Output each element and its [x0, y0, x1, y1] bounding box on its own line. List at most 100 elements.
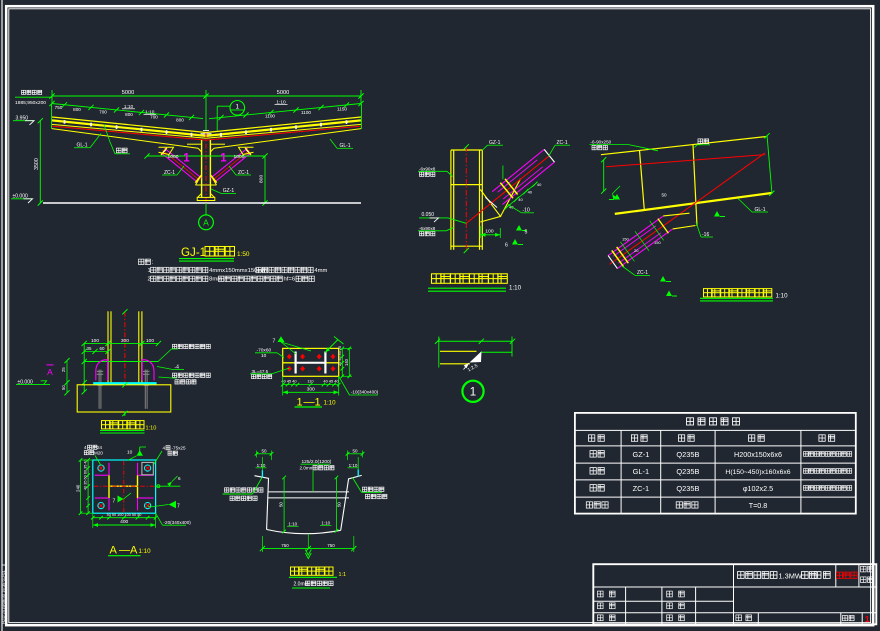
svg-text:750: 750	[55, 105, 63, 110]
svg-text:20: 20	[634, 248, 639, 253]
svg-text:GJ-1: GJ-1	[181, 246, 206, 259]
svg-text:4mmx150mmx150mm: 4mmx150mmx150mm	[209, 268, 267, 274]
svg-text:7: 7	[113, 499, 116, 505]
svg-text:40 45 40: 40 45 40	[281, 379, 297, 384]
svg-text:-20(340x400): -20(340x400)	[164, 520, 192, 525]
svg-text:40: 40	[509, 205, 514, 210]
svg-text:25 45 45 25: 25 45 45 25	[338, 346, 342, 366]
svg-text:40 35 60 60 35 40: 40 35 60 60 35 40	[84, 459, 88, 490]
svg-text:A: A	[203, 218, 209, 228]
svg-text:1100: 1100	[301, 110, 311, 115]
svg-text:1.3MW: 1.3MW	[779, 571, 802, 580]
svg-text:GL-1: GL-1	[754, 207, 765, 213]
svg-text:-70x60: -70x60	[257, 348, 272, 354]
svg-text:1: 1	[865, 614, 870, 624]
svg-text:φ102x2.5: φ102x2.5	[743, 484, 773, 493]
svg-text:35: 35	[87, 346, 92, 351]
svg-text:1: 1	[220, 153, 227, 165]
svg-text:750: 750	[281, 543, 289, 548]
svg-text:4: 4	[84, 445, 87, 450]
svg-text:1:10: 1:10	[776, 293, 789, 300]
svg-text:ZC-1: ZC-1	[164, 170, 175, 176]
svg-text:-6x90x8: -6x90x8	[419, 167, 436, 172]
svg-text:1:10: 1:10	[288, 521, 297, 526]
svg-text:H200x150x6x6: H200x150x6x6	[734, 450, 782, 459]
svg-text:A: A	[130, 545, 138, 557]
svg-text:700: 700	[99, 110, 107, 115]
svg-text:50: 50	[279, 502, 284, 507]
svg-text:6: 6	[505, 243, 508, 249]
svg-text:50: 50	[61, 385, 66, 390]
svg-text:1:10: 1:10	[146, 426, 157, 432]
svg-text:±0.000: ±0.000	[13, 194, 28, 200]
svg-text:40: 40	[537, 182, 542, 187]
svg-text:5: 5	[525, 230, 528, 236]
svg-text:hf=6: hf=6	[284, 277, 296, 283]
svg-text:750: 750	[327, 543, 335, 548]
svg-text:2.0mm: 2.0mm	[294, 582, 309, 588]
svg-text:4mm: 4mm	[314, 268, 327, 274]
svg-text:1: 1	[235, 104, 239, 111]
svg-text:T=0.8: T=0.8	[749, 501, 768, 510]
svg-text:GL-1: GL-1	[339, 143, 350, 149]
svg-text:1:10: 1:10	[509, 285, 522, 292]
svg-text:1:1: 1:1	[339, 572, 347, 578]
svg-text:ZC-1: ZC-1	[633, 484, 649, 493]
svg-text:ZC-1: ZC-1	[637, 270, 648, 276]
svg-text:M20: M20	[94, 450, 103, 455]
svg-text:10: 10	[261, 353, 267, 359]
svg-text:1:10: 1:10	[139, 548, 152, 555]
svg-text:Q235B: Q235B	[676, 484, 699, 493]
svg-text:25: 25	[61, 367, 66, 372]
svg-text:150: 150	[622, 237, 629, 242]
svg-text:±0.000: ±0.000	[18, 379, 33, 385]
svg-text:1:10: 1:10	[324, 400, 337, 407]
svg-text:-6x90x8: -6x90x8	[419, 226, 436, 231]
svg-text:40: 40	[528, 190, 533, 195]
svg-text:GZ-1: GZ-1	[632, 450, 649, 459]
svg-text:ZC-1: ZC-1	[238, 170, 249, 176]
svg-text:5000: 5000	[122, 90, 134, 96]
svg-text:800: 800	[73, 107, 81, 112]
svg-text:700: 700	[150, 115, 158, 120]
svg-text:100: 100	[146, 338, 154, 344]
svg-text:40 45 40: 40 45 40	[323, 379, 339, 384]
svg-text:HZD:2019/08/30 16:35 GJ-01: HZD:2019/08/30 16:35 GJ-01	[1, 570, 6, 624]
svg-text:3500: 3500	[34, 158, 40, 170]
svg-text:800: 800	[176, 117, 184, 122]
svg-text:—: —	[304, 396, 315, 408]
svg-text:800: 800	[125, 112, 133, 117]
svg-text:6: 6	[178, 476, 181, 481]
svg-text:300: 300	[121, 338, 129, 344]
svg-text:A: A	[110, 545, 118, 557]
svg-text:7: 7	[177, 504, 180, 510]
svg-text:GL-1: GL-1	[633, 467, 649, 476]
svg-text:-16: -16	[702, 232, 709, 238]
svg-text::: :	[152, 260, 154, 266]
svg-text:1000: 1000	[168, 154, 179, 160]
svg-text:1:10: 1:10	[145, 110, 155, 116]
svg-text:5000: 5000	[277, 90, 289, 96]
svg-text:-10(340x400): -10(340x400)	[351, 390, 379, 395]
svg-text:1: 1	[183, 153, 190, 165]
svg-text:60: 60	[100, 346, 105, 351]
svg-text:50: 50	[661, 193, 667, 198]
svg-text:100: 100	[91, 338, 99, 344]
svg-text:125/2.0(1200): 125/2.0(1200)	[302, 459, 332, 465]
svg-text:240: 240	[75, 484, 80, 492]
svg-text:110: 110	[307, 379, 314, 384]
svg-text:—: —	[119, 545, 130, 557]
svg-text:1:10: 1:10	[321, 520, 330, 525]
svg-text:1:50: 1:50	[237, 251, 250, 258]
svg-text:1000: 1000	[234, 154, 245, 160]
svg-text:3L=47.5: 3L=47.5	[252, 369, 269, 374]
svg-text:1:2.5: 1:2.5	[467, 363, 480, 373]
svg-text:ZC-1: ZC-1	[557, 140, 568, 146]
svg-text:2: 2	[148, 277, 151, 283]
svg-text:GL-1: GL-1	[76, 143, 87, 149]
svg-text:50: 50	[352, 448, 358, 453]
svg-text:10: 10	[127, 449, 133, 455]
svg-text:H(150~450)x160x6x6: H(150~450)x160x6x6	[725, 469, 790, 476]
svg-text:100: 100	[485, 228, 493, 234]
svg-text:1:10: 1:10	[124, 104, 134, 110]
